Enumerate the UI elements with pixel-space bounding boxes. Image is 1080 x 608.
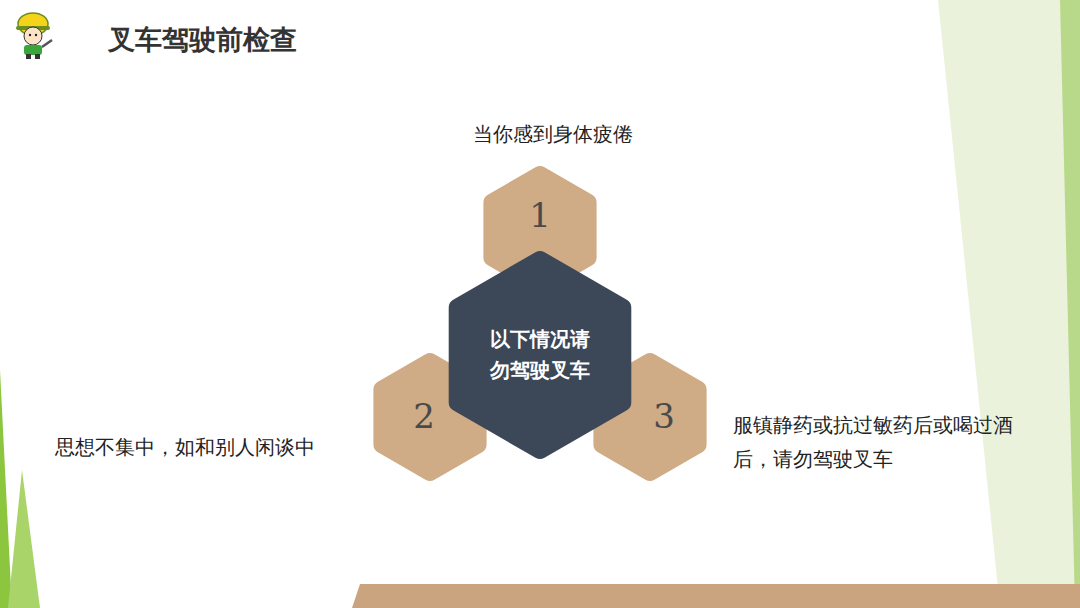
tan-band [352, 584, 1080, 608]
mascot-icon [16, 13, 52, 59]
condition-text: 服镇静药或抗过敏药后或喝过酒后，请勿驾驶叉车 [733, 408, 1043, 476]
center-hexagon: 以下情况请 勿驾驶叉车 [449, 250, 631, 460]
condition-text: 当你感到身体疲倦 [453, 117, 653, 151]
callout-number: 1 [483, 195, 597, 235]
green-edge [1060, 0, 1080, 608]
green-panel [938, 0, 1080, 608]
slide-title: 叉车驾驶前检查 [108, 22, 297, 58]
green-corner [0, 370, 12, 608]
condition-text: 思想不集中，如和别人闲谈中 [55, 430, 315, 464]
green-strip [8, 470, 40, 608]
center-label: 以下情况请 勿驾驶叉车 [485, 324, 595, 386]
hexagon-outline [449, 250, 631, 460]
